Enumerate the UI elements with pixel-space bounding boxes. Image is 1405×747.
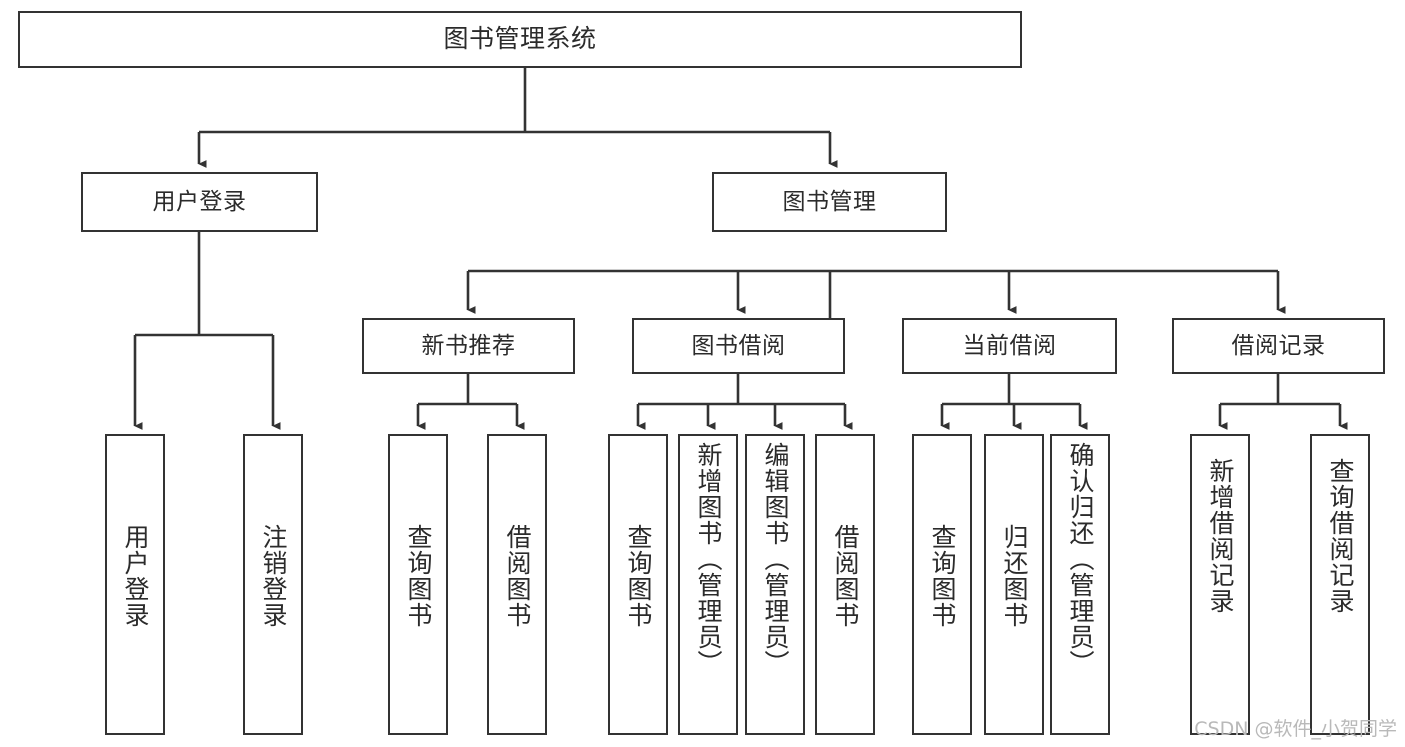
- node-leaf-return-book-label: 归还图书: [1000, 524, 1029, 628]
- node-leaf-borrow-book-2[interactable]: 借阅图书: [815, 434, 875, 735]
- watermark-text: CSDN @软件_小贺同学: [1194, 718, 1397, 740]
- node-book-borrow[interactable]: 图书借阅: [632, 318, 845, 374]
- node-root-label: 图书管理系统: [443, 24, 597, 54]
- node-leaf-return-book[interactable]: 归还图书: [984, 434, 1044, 735]
- edge-root-to-level2: [197, 68, 838, 168]
- edge-bookborrow-to-leaves: [636, 374, 853, 430]
- node-book-borrow-label: 图书借阅: [691, 332, 786, 359]
- node-leaf-add-record-label: 新增借阅记录: [1206, 458, 1235, 614]
- node-leaf-edit-book[interactable]: 编辑图书（管理员）: [745, 434, 805, 735]
- node-leaf-borrow-book-2-label: 借阅图书: [831, 524, 860, 628]
- node-leaf-confirm-return-label: 确认归还（管理员）: [1066, 442, 1095, 676]
- node-borrow-record-label: 借阅记录: [1231, 332, 1326, 359]
- edge-bookmanage-to-level3: [466, 269, 1286, 374]
- node-book-manage-label: 图书管理: [782, 188, 877, 215]
- node-current-borrow[interactable]: 当前借阅: [902, 318, 1117, 374]
- node-leaf-confirm-return[interactable]: 确认归还（管理员）: [1050, 434, 1110, 735]
- node-leaf-add-book[interactable]: 新增图书（管理员）: [678, 434, 738, 735]
- node-leaf-user-login-label: 用户登录: [121, 524, 150, 628]
- node-leaf-borrow-book-1-label: 借阅图书: [503, 524, 532, 628]
- node-book-manage[interactable]: 图书管理: [712, 172, 947, 232]
- node-user-login[interactable]: 用户登录: [81, 172, 318, 232]
- node-leaf-query-book-1[interactable]: 查询图书: [388, 434, 448, 735]
- node-current-borrow-label: 当前借阅: [962, 332, 1057, 359]
- node-leaf-user-logout[interactable]: 注销登录: [243, 434, 303, 735]
- node-borrow-record[interactable]: 借阅记录: [1172, 318, 1385, 374]
- edge-userlogin-to-leaves: [133, 232, 281, 430]
- node-leaf-query-book-3[interactable]: 查询图书: [912, 434, 972, 735]
- node-leaf-user-logout-label: 注销登录: [259, 524, 288, 628]
- node-leaf-query-record-label: 查询借阅记录: [1326, 458, 1355, 614]
- node-leaf-query-book-2-label: 查询图书: [624, 524, 653, 628]
- node-leaf-query-book-2[interactable]: 查询图书: [608, 434, 668, 735]
- node-new-book-rec-label: 新书推荐: [421, 332, 516, 359]
- node-leaf-user-login[interactable]: 用户登录: [105, 434, 165, 735]
- edge-borrowrecord-to-leaves: [1218, 374, 1348, 430]
- node-leaf-edit-book-label: 编辑图书（管理员）: [761, 442, 790, 676]
- node-leaf-add-record[interactable]: 新增借阅记录: [1190, 434, 1250, 735]
- node-leaf-query-book-1-label: 查询图书: [404, 524, 433, 628]
- edge-newbookrec-to-leaves: [416, 374, 525, 430]
- node-leaf-borrow-book-1[interactable]: 借阅图书: [487, 434, 547, 735]
- node-leaf-query-book-3-label: 查询图书: [928, 524, 957, 628]
- node-leaf-add-book-label: 新增图书（管理员）: [694, 442, 723, 676]
- node-new-book-rec[interactable]: 新书推荐: [362, 318, 575, 374]
- edge-currentborrow-to-leaves: [940, 374, 1088, 430]
- node-root[interactable]: 图书管理系统: [18, 11, 1022, 68]
- node-user-login-label: 用户登录: [152, 188, 247, 215]
- node-leaf-query-record[interactable]: 查询借阅记录: [1310, 434, 1370, 735]
